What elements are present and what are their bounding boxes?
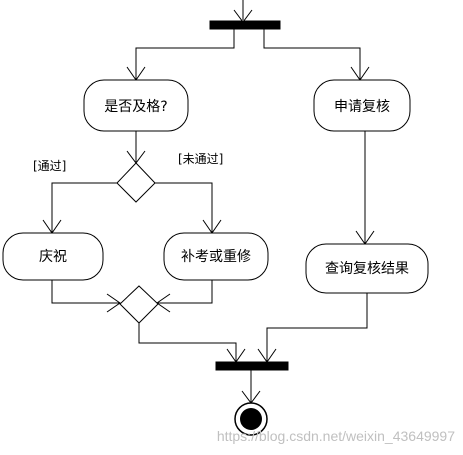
edge-fail-to-retake [155, 182, 213, 233]
guard-pass-label: [通过] [33, 159, 66, 173]
node-retake-label: 补考或重修 [181, 249, 251, 265]
node-query-review-label: 查询复核结果 [325, 260, 409, 277]
watermark: https://blog.csdn.net/weixin_43649997 [217, 428, 455, 444]
node-celebrate [2, 232, 104, 281]
edge-merge-to-join [138, 323, 237, 362]
edge-celebrate-to-merge [51, 280, 120, 304]
edge-retake-to-merge [157, 280, 213, 304]
node-decision-check-label: 是否及格? [104, 99, 167, 115]
node-celebrate-label: 庆祝 [39, 249, 67, 265]
node-retake [163, 232, 269, 281]
edge-fork-to-decision-check [135, 29, 235, 80]
final-node-inner [240, 408, 262, 430]
edge-fork-to-request-review [263, 29, 361, 80]
arrowhead-celebrate-to-merge [106, 293, 121, 313]
node-request-review [313, 79, 411, 132]
edge-query-review-to-join [266, 293, 368, 362]
guard-fail-label: [未通过] [178, 152, 223, 166]
node-request-review-label: 申请复核 [334, 98, 390, 115]
edge-pass-to-celebrate [51, 182, 117, 233]
merge-diamond [119, 285, 159, 324]
decision-diamond [116, 162, 156, 203]
fork-bar [209, 20, 281, 30]
join-bar [215, 361, 289, 371]
